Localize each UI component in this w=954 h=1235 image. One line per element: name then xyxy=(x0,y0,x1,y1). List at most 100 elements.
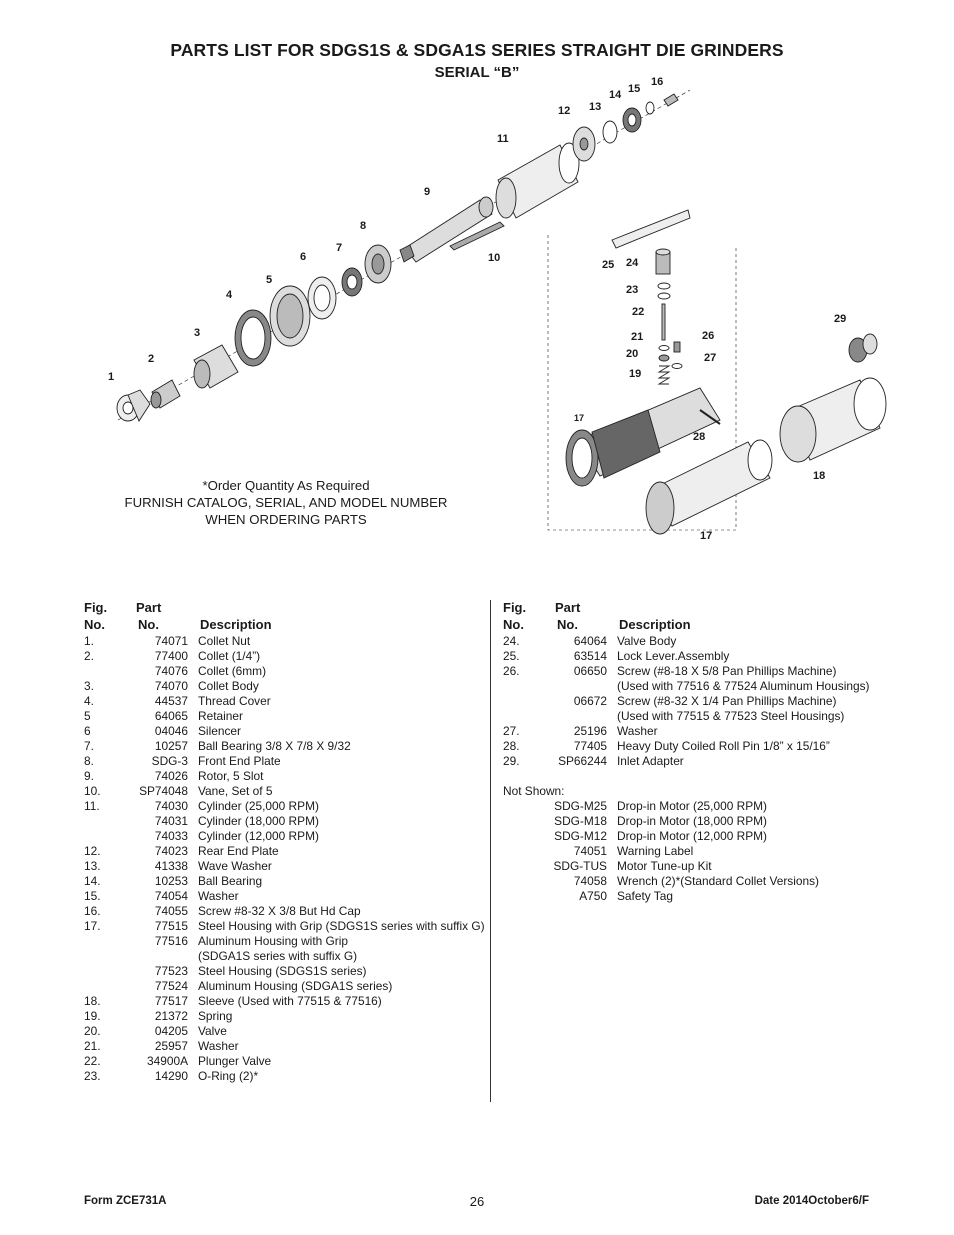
part-27-washer xyxy=(671,363,683,369)
part-number: 06672 xyxy=(573,694,607,708)
header-description: Description xyxy=(200,617,272,632)
part-description: Vane, Set of 5 xyxy=(198,784,273,798)
part-description: Silencer xyxy=(198,724,241,738)
fig-number: 27. xyxy=(503,724,520,738)
part-17-housing-with-grip xyxy=(565,387,721,487)
header-description: Description xyxy=(619,617,691,632)
part-description: Drop-in Motor (12,000 RPM) xyxy=(617,829,768,843)
part-24-valve-body xyxy=(655,248,671,275)
page-number: 26 xyxy=(469,1194,485,1209)
exploded-parts-diagram: 1 2 3 4 5 6 7 8 9 10 11 12 13 14 15 16 1… xyxy=(108,76,887,542)
part-description: Thread Cover xyxy=(198,694,271,708)
part-description: Valve Body xyxy=(617,634,677,648)
part-number: 74070 xyxy=(154,679,188,693)
fig-number: 2. xyxy=(84,649,94,663)
fig-number: 21. xyxy=(84,1039,101,1053)
part-5-retainer xyxy=(269,285,311,347)
part-number: SP66244 xyxy=(558,754,607,768)
fig-number: 4. xyxy=(84,694,94,708)
part-19-spring xyxy=(657,365,671,385)
part-description: Steel Housing (SDGS1S series) xyxy=(198,964,367,978)
part-description: Ball Bearing 3/8 X 7/8 X 9/32 xyxy=(198,739,351,753)
part-number: 77400 xyxy=(154,649,188,663)
fig-number: 5 xyxy=(84,709,91,723)
fig-number: 1. xyxy=(84,634,94,648)
part-number: SP74048 xyxy=(139,784,188,798)
part-description: Drop-in Motor (18,000 RPM) xyxy=(617,814,768,828)
part-number: 74031 xyxy=(154,814,188,828)
header-part: Part xyxy=(136,600,162,615)
part-number: 77516 xyxy=(154,934,188,948)
part-description: Heavy Duty Coiled Roll Pin 1/8” x 15/16” xyxy=(617,739,830,753)
part-description: Wrench (2)*(Standard Collet Versions) xyxy=(617,874,820,888)
part-number: 14290 xyxy=(154,1069,188,1083)
table-row xyxy=(503,769,903,784)
part-4-thread-cover xyxy=(234,309,272,367)
part-description: Washer xyxy=(198,889,239,903)
part-number: 77517 xyxy=(154,994,188,1008)
part-number: 77524 xyxy=(154,979,188,993)
part-description: Washer xyxy=(617,724,658,738)
part-number: 77405 xyxy=(573,739,607,753)
part-29-inlet-adapter xyxy=(848,333,878,363)
part-description: Lock Lever.Assembly xyxy=(617,649,730,663)
part-number: SDG-M18 xyxy=(554,814,607,828)
part-14-ball-bearing xyxy=(622,107,642,133)
fig-number: 19. xyxy=(84,1009,101,1023)
part-number: 74033 xyxy=(154,829,188,843)
callout-10: 10 xyxy=(488,252,500,264)
part-description: Collet (6mm) xyxy=(198,664,267,678)
fig-number: 18. xyxy=(84,994,101,1008)
part-28-roll-pin xyxy=(699,409,721,425)
header-fig: Fig. xyxy=(84,600,108,615)
part-15-washer xyxy=(645,101,655,115)
part-number: 64064 xyxy=(573,634,607,648)
callout-23: 23 xyxy=(626,284,638,296)
callout-16: 16 xyxy=(651,76,663,88)
fig-number: 20. xyxy=(84,1024,101,1038)
callout-1: 1 xyxy=(108,371,114,383)
part-description: (Used with 77515 & 77523 Steel Housings) xyxy=(617,709,845,723)
callout-12: 12 xyxy=(558,105,570,117)
part-2-collet xyxy=(150,379,181,409)
part-description: Plunger Valve xyxy=(198,1054,272,1068)
part-number: 10253 xyxy=(154,874,188,888)
fig-number: 7. xyxy=(84,739,94,753)
part-description: Motor Tune-up Kit xyxy=(617,859,712,873)
fig-number: 6 xyxy=(84,724,91,738)
part-description: Drop-in Motor (25,000 RPM) xyxy=(617,799,768,813)
part-description: Steel Housing with Grip (SDGS1S series w… xyxy=(198,919,485,933)
part-22-plunger-valve xyxy=(661,303,666,341)
callout-20: 20 xyxy=(626,348,638,360)
callout-14: 14 xyxy=(609,89,622,101)
part-number: 25196 xyxy=(573,724,607,738)
part-number: 64065 xyxy=(154,709,188,723)
callout-15: 15 xyxy=(628,83,640,95)
callout-9: 9 xyxy=(424,186,430,198)
part-number: 74051 xyxy=(573,844,607,858)
fig-number: 14. xyxy=(84,874,101,888)
part-description: Spring xyxy=(198,1009,233,1023)
part-description: O-Ring (2)* xyxy=(198,1069,259,1083)
header-fig: Fig. xyxy=(503,600,527,615)
part-number: 63514 xyxy=(573,649,607,663)
ordering-note: *Order Quantity As Required FURNISH CATA… xyxy=(100,477,472,528)
callout-13: 13 xyxy=(589,101,601,113)
table-row: (Used with 77515 & 77523 Steel Housings) xyxy=(503,709,903,724)
